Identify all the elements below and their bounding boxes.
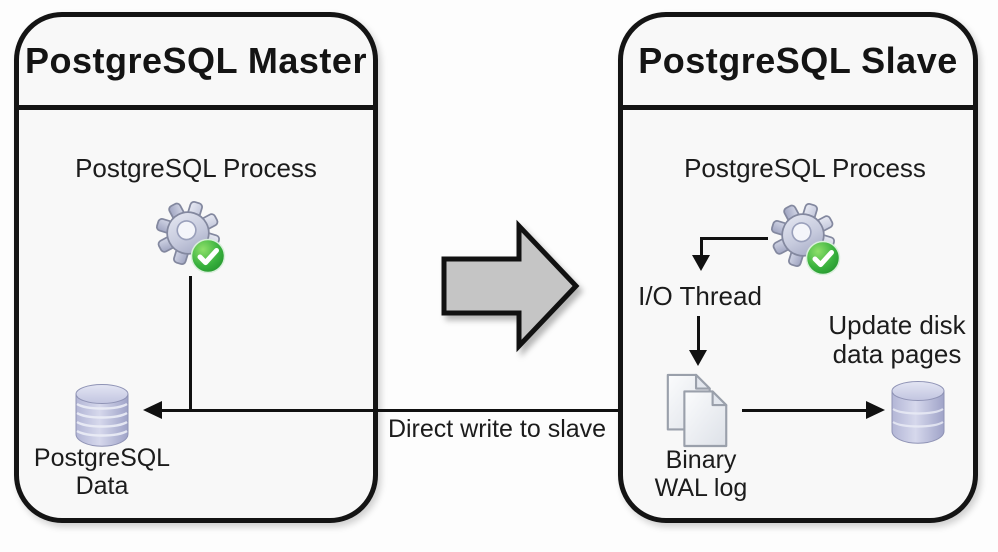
update-disk-label: Update disk data pages: [792, 311, 998, 369]
wal-log-label: Binary WAL log: [616, 446, 786, 502]
check-badge-icon: [190, 238, 226, 274]
master-process-gear-icon: [153, 198, 226, 274]
arrowhead-right-icon: [866, 401, 885, 419]
master-node-box: PostgreSQL Master: [14, 12, 378, 523]
gear-icon: [155, 200, 221, 266]
arrowhead-down-icon: [689, 350, 707, 366]
master-data-label: PostgreSQL Data: [17, 444, 187, 500]
gear-to-io-line-v: [700, 237, 703, 257]
direct-write-label: Direct write to slave: [387, 415, 607, 443]
master-data-cylinder-icon: [71, 382, 133, 453]
slave-disk-cylinder-icon: [888, 379, 948, 450]
slave-process-gear-icon: [768, 200, 841, 276]
master-process-label: PostgreSQL Process: [75, 153, 317, 183]
check-badge-icon: [805, 240, 841, 276]
slave-title: PostgreSQL Slave: [623, 17, 973, 110]
replication-big-arrow-icon: [440, 218, 582, 359]
arrowhead-down-icon: [692, 255, 710, 271]
io-thread-label: I/O Thread: [638, 281, 762, 311]
io-to-wal-line: [697, 316, 700, 352]
wal-log-label-line2: WAL log: [654, 474, 748, 502]
wal-to-disk-line: [742, 409, 868, 412]
master-title: PostgreSQL Master: [19, 17, 373, 110]
master-data-label-line1: PostgreSQL: [33, 444, 171, 472]
update-disk-label-line1: Update disk: [828, 310, 966, 340]
binary-wal-pages-icon: [661, 370, 735, 453]
gear-to-io-line-h: [700, 237, 768, 240]
direct-write-line: [158, 409, 650, 412]
master-data-write-line: [189, 276, 192, 410]
slave-process-label: PostgreSQL Process: [684, 153, 926, 183]
wal-log-label-line1: Binary: [665, 446, 737, 474]
arrowhead-left-icon: [143, 401, 162, 419]
update-disk-label-line2: data pages: [832, 339, 962, 369]
master-data-label-line2: Data: [75, 472, 129, 500]
